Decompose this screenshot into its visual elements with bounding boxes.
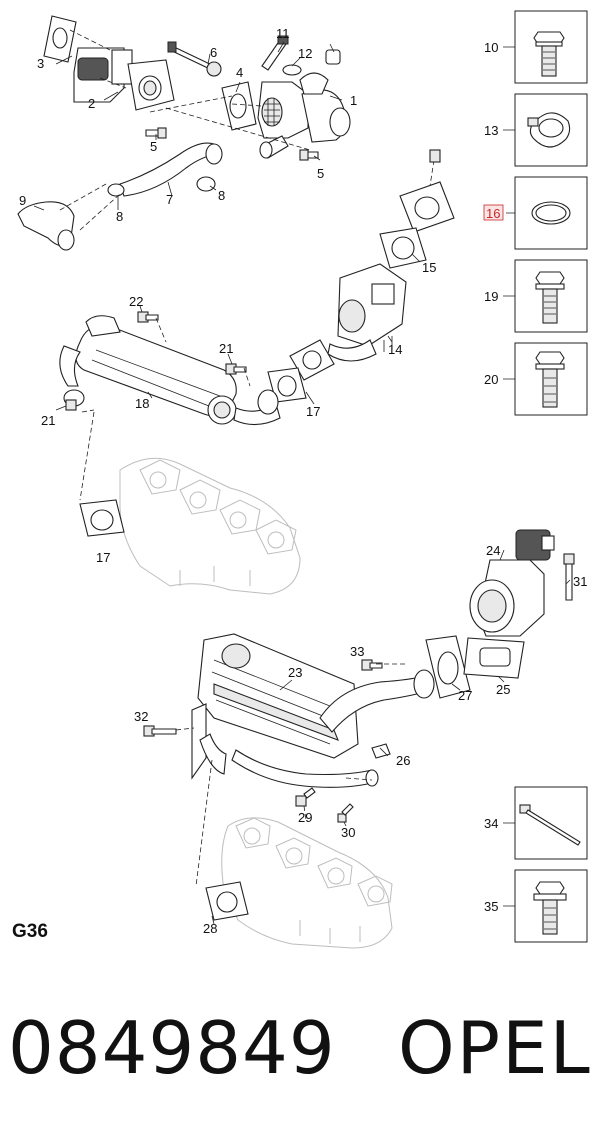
callout-20[interactable]: 20 (484, 372, 498, 387)
callout-15[interactable]: 15 (422, 260, 436, 275)
brand-name: OPEL (398, 1006, 592, 1090)
section-code: G36 (12, 921, 48, 942)
bolt-6[interactable] (167, 41, 222, 77)
callout-4[interactable]: 4 (236, 65, 243, 80)
top-group-leaders (33, 29, 343, 231)
egr-valve-24[interactable] (469, 529, 555, 637)
callout-11[interactable]: 11 (276, 26, 290, 41)
callout-30[interactable]: 30 (341, 825, 355, 840)
callout-19[interactable]: 19 (484, 289, 498, 304)
callout-21-right[interactable]: 21 (219, 341, 233, 356)
callout-33[interactable]: 33 (350, 644, 364, 659)
callout-32[interactable]: 32 (134, 709, 148, 724)
callout-12[interactable]: 12 (298, 46, 312, 61)
egr-cooler-23[interactable] (191, 633, 359, 780)
callout-28[interactable]: 28 (203, 921, 217, 936)
callout-16[interactable]: 16 (486, 206, 500, 221)
bolt-5-right[interactable] (299, 149, 319, 161)
cap-10-top[interactable] (325, 49, 341, 65)
bolt-29[interactable] (295, 787, 316, 807)
callout-3[interactable]: 3 (37, 56, 44, 71)
callout-1[interactable]: 1 (350, 93, 357, 108)
bolt-32[interactable] (143, 725, 177, 737)
engine-manifold-ghost-lower (221, 817, 393, 949)
callout-27[interactable]: 27 (458, 688, 472, 703)
detail-box-34[interactable] (514, 786, 588, 860)
callout-14[interactable]: 14 (388, 342, 402, 357)
gasket-17-lower[interactable] (79, 499, 125, 537)
bolt-30[interactable] (337, 803, 354, 823)
callout-5-right[interactable]: 5 (317, 166, 324, 181)
egr-valve-2[interactable] (73, 47, 175, 111)
callout-31[interactable]: 31 (573, 574, 587, 589)
clamp-8-left[interactable] (107, 183, 125, 197)
callout-22[interactable]: 22 (129, 294, 143, 309)
detail-box-35[interactable] (514, 869, 588, 943)
hose-7[interactable] (119, 142, 223, 197)
callout-8-left[interactable]: 8 (116, 209, 123, 224)
pipe-9[interactable] (17, 201, 75, 251)
bolt-5-left[interactable] (145, 127, 167, 139)
box-leaders (503, 46, 515, 907)
callout-21-left[interactable]: 21 (41, 413, 55, 428)
callout-17-lower[interactable]: 17 (96, 550, 110, 565)
callout-6[interactable]: 6 (210, 45, 217, 60)
callout-23[interactable]: 23 (288, 665, 302, 680)
detail-box-10[interactable] (514, 10, 588, 84)
callout-24[interactable]: 24 (486, 543, 500, 558)
detail-box-19[interactable] (514, 259, 588, 333)
bolt-31[interactable] (563, 553, 575, 601)
clamp-8-right[interactable] (196, 176, 216, 192)
detail-box-20[interactable] (514, 342, 588, 416)
bolt-21-right[interactable] (225, 363, 247, 375)
callout-25[interactable]: 25 (496, 682, 510, 697)
callout-35[interactable]: 35 (484, 899, 498, 914)
bolt-33[interactable] (361, 659, 383, 671)
gasket-3[interactable] (43, 15, 77, 63)
callout-10[interactable]: 10 (484, 40, 498, 55)
gasket-28[interactable] (205, 881, 249, 921)
callout-18[interactable]: 18 (135, 396, 149, 411)
callout-29[interactable]: 29 (298, 810, 312, 825)
o-ring-12[interactable] (282, 64, 302, 76)
egr-valve-14[interactable] (327, 263, 407, 362)
detail-box-16[interactable] (514, 176, 588, 250)
callout-7[interactable]: 7 (166, 192, 173, 207)
bolt-21-left[interactable] (65, 399, 77, 411)
callout-13[interactable]: 13 (484, 123, 498, 138)
detail-box-13[interactable] (514, 93, 588, 167)
pipe-23-outlet[interactable] (231, 669, 435, 788)
callout-17-upper[interactable]: 17 (306, 404, 320, 419)
callout-16-highlight[interactable]: 16 (483, 204, 504, 221)
egr-cooler-18[interactable] (59, 315, 281, 426)
clip-26[interactable] (371, 743, 391, 759)
gasket-25[interactable] (463, 637, 525, 679)
gasket-16[interactable] (399, 149, 455, 233)
egr-cooler-housing-1[interactable] (257, 72, 351, 159)
gasket-4[interactable] (221, 81, 257, 131)
engine-manifold-ghost-upper (119, 457, 301, 595)
sensor-11[interactable] (261, 35, 289, 71)
callout-34[interactable]: 34 (484, 816, 498, 831)
callout-8-right[interactable]: 8 (218, 188, 225, 203)
callout-26[interactable]: 26 (396, 753, 410, 768)
callout-9[interactable]: 9 (19, 193, 26, 208)
gasket-27[interactable] (425, 635, 471, 699)
gasket-15[interactable] (379, 227, 427, 269)
bolt-22[interactable] (137, 311, 159, 323)
callout-5-left[interactable]: 5 (150, 139, 157, 154)
part-number: 0849849 (8, 1006, 336, 1090)
lower-leaders (175, 549, 571, 925)
callout-2[interactable]: 2 (88, 96, 95, 111)
